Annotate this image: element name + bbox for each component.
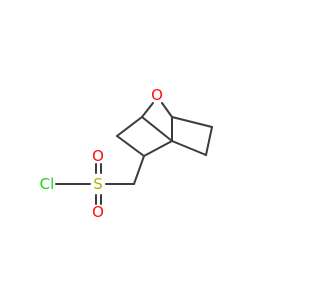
bond-c6-c7 — [171, 140, 207, 156]
bond-c1-c7-bridge — [141, 116, 173, 142]
bond-c4-o — [161, 102, 173, 118]
bond-c2-c3 — [116, 135, 145, 157]
oxygen-bridge-label: O — [151, 86, 163, 104]
oxygen-bottom-label: O — [92, 203, 104, 221]
bond-c1-o — [141, 102, 154, 118]
bond-c3-c4 — [143, 140, 173, 157]
sulfur-label: S — [93, 175, 103, 193]
molecule-diagram: O S O O Cl — [39, 86, 213, 221]
bond-c1-c2 — [116, 116, 143, 137]
chlorine-label: Cl — [40, 175, 55, 193]
bond-c3-ch2 — [133, 155, 145, 185]
molecule-structure: O S O O Cl — [40, 86, 213, 221]
oxygen-top-label: O — [92, 147, 104, 165]
bond-c4-c5 — [171, 116, 213, 128]
bond-c5-c6 — [205, 126, 213, 156]
